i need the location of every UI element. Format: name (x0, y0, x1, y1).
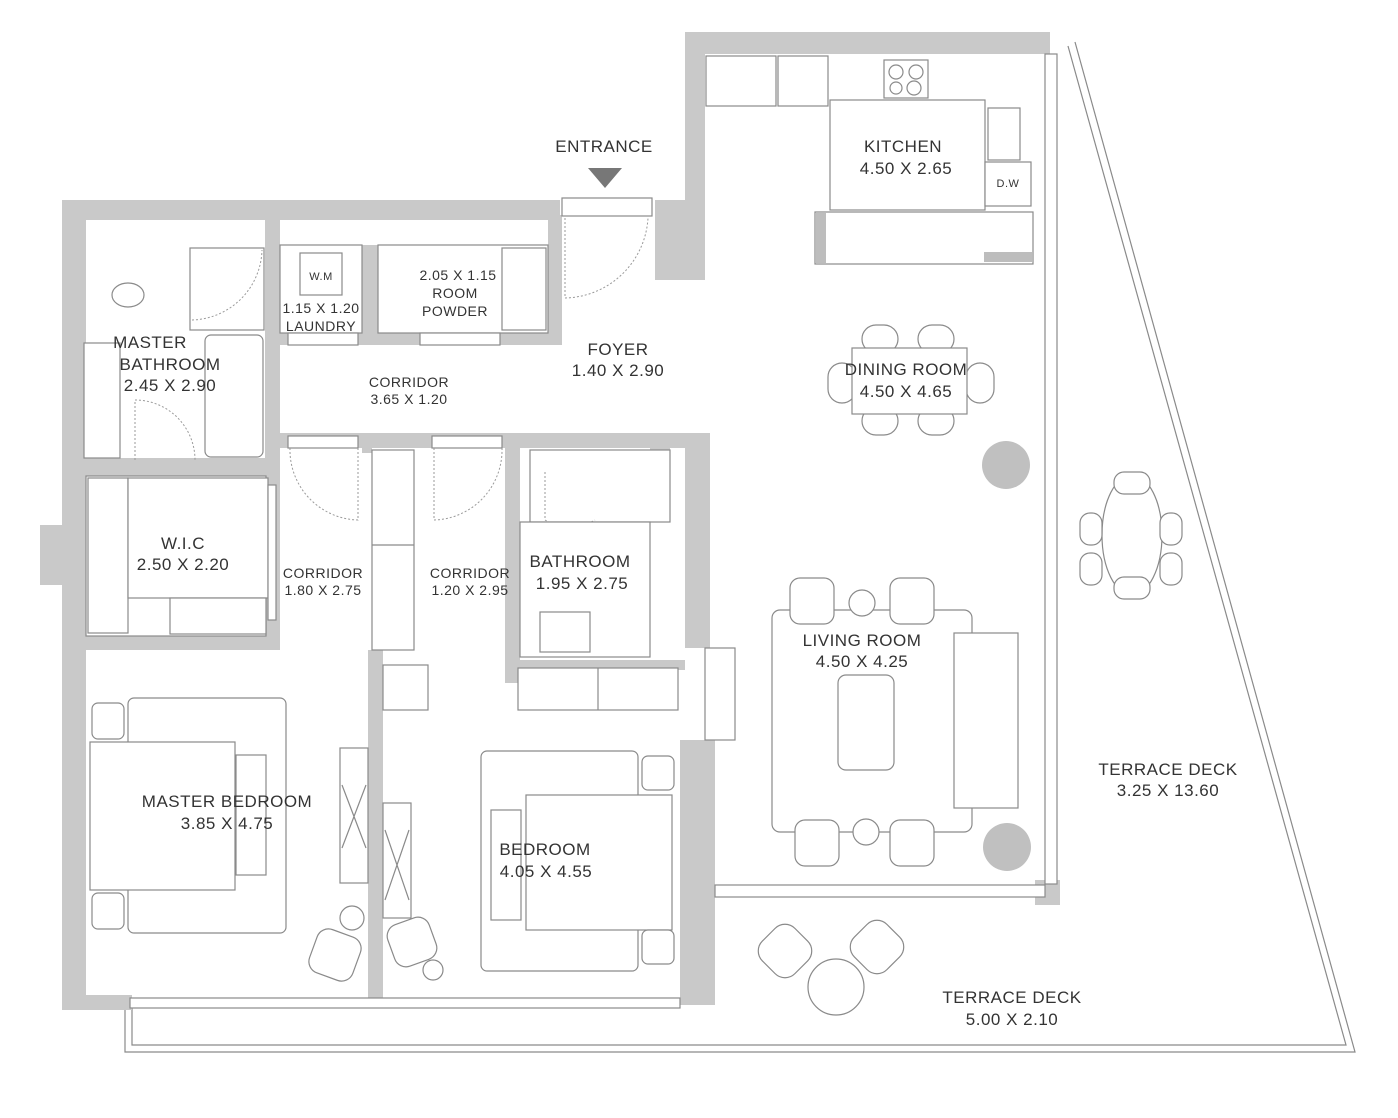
plant (982, 441, 1030, 489)
terrace-lounge-set (757, 919, 905, 1016)
corridor-main-size: 3.65 X 1.20 (370, 391, 447, 407)
bathroom-size: 1.95 X 2.75 (536, 574, 628, 593)
terrace-front-size: 5.00 X 2.10 (966, 1010, 1058, 1029)
dishwasher-label: D.W (997, 178, 1020, 190)
terrace-side-size: 3.25 X 13.60 (1117, 781, 1219, 800)
master-bedroom-name: MASTER BEDROOM (142, 792, 312, 811)
bedroom-bed (382, 664, 675, 981)
kitchen-name: KITCHEN (864, 137, 942, 156)
washing-machine-label: W.M (309, 271, 333, 283)
terrace-dining-set (1079, 471, 1183, 600)
glazing (129, 53, 1058, 1009)
corridor-a-name: CORRIDOR (283, 565, 363, 581)
wic-shelving (85, 475, 277, 637)
bedroom-size: 4.05 X 4.55 (500, 862, 592, 881)
entrance-door[interactable] (561, 197, 653, 299)
powder-name-1: ROOM (432, 285, 478, 301)
terrace-outline (124, 41, 1356, 1053)
room-labels: ENTRANCE KITCHEN 4.50 X 2.65 DINING ROOM… (113, 137, 1237, 1029)
kitchen-size: 4.50 X 2.65 (860, 159, 952, 178)
master-bath-name-1: MASTER (113, 333, 187, 352)
corridor-doors (287, 435, 503, 651)
powder-name-2: POWDER (422, 303, 488, 319)
plant (983, 823, 1031, 871)
corridor-b-size: 1.20 X 2.95 (431, 582, 508, 598)
corridor-main-name: CORRIDOR (369, 374, 449, 390)
bathroom-name: BATHROOM (530, 552, 631, 571)
kitchen-fixtures (705, 55, 1034, 265)
master-bedroom-size: 3.85 X 4.75 (181, 814, 273, 833)
living-size: 4.50 X 4.25 (816, 652, 908, 671)
foyer-name: FOYER (587, 340, 648, 359)
foyer-size: 1.40 X 2.90 (572, 361, 664, 380)
entrance-label: ENTRANCE (555, 137, 653, 156)
master-bath-name-2: BATHROOM (120, 355, 221, 374)
dining-name: DINING ROOM (845, 360, 968, 379)
laundry-fixtures (279, 244, 549, 346)
wic-name: W.I.C (161, 534, 205, 553)
living-furniture (771, 577, 1019, 867)
master-bathroom-fixtures (83, 247, 265, 461)
powder-size: 2.05 X 1.15 (419, 267, 496, 283)
corridor-a-size: 1.80 X 2.75 (284, 582, 361, 598)
living-name: LIVING ROOM (803, 631, 922, 650)
bathroom-fixtures (517, 449, 679, 711)
entrance-arrow-icon (588, 168, 622, 188)
master-bed (89, 697, 369, 982)
dining-table (827, 324, 995, 436)
corridor-b-name: CORRIDOR (430, 565, 510, 581)
laundry-name: LAUNDRY (286, 318, 356, 334)
wic-size: 2.50 X 2.20 (137, 555, 229, 574)
bedroom-name: BEDROOM (499, 840, 590, 859)
terrace-side-name: TERRACE DECK (1098, 760, 1237, 779)
dining-size: 4.50 X 4.65 (860, 382, 952, 401)
master-bath-size: 2.45 X 2.90 (124, 376, 216, 395)
laundry-size: 1.15 X 1.20 (282, 300, 359, 316)
terrace-front-name: TERRACE DECK (942, 988, 1081, 1007)
